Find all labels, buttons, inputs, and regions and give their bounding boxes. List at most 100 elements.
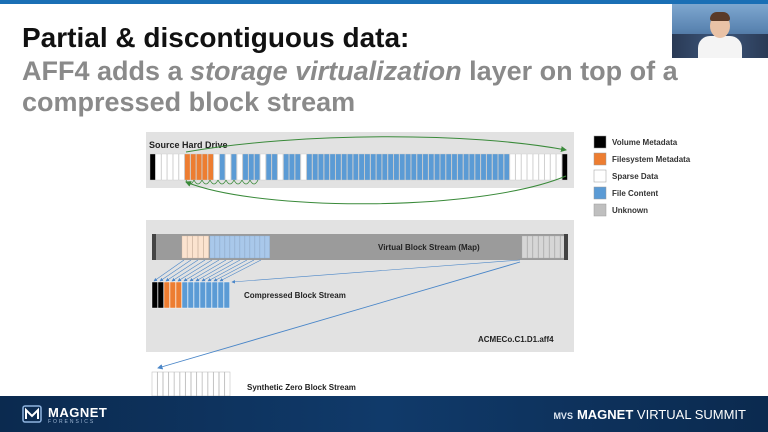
source-block [202, 153, 208, 181]
virtual-fs-block [198, 235, 204, 259]
legend-swatch [593, 135, 607, 149]
source-loop-arrow [225, 179, 235, 185]
source-block [503, 153, 510, 181]
zero-block [179, 371, 186, 397]
virtual-block-edge [152, 234, 156, 260]
virtual-sparse-block [538, 235, 544, 259]
compressed-block [169, 281, 176, 309]
source-block [393, 153, 400, 181]
legend-label: File Content [612, 189, 659, 198]
virtual-content-block [214, 235, 220, 259]
virtual-content-block [264, 235, 270, 259]
source-block [149, 153, 156, 181]
zero-stream-label: Synthetic Zero Block Stream [247, 383, 356, 392]
summit-prefix: MVS [553, 411, 573, 421]
magnet-logo-icon [22, 405, 42, 423]
source-block [498, 153, 504, 181]
source-drive-blocks [149, 153, 568, 181]
source-block [527, 153, 533, 181]
source-block [213, 153, 220, 181]
source-block [167, 153, 173, 181]
zero-block [185, 371, 192, 397]
source-block [509, 153, 516, 181]
presenter-hair [710, 12, 730, 21]
source-block [207, 153, 214, 181]
zero-block [157, 371, 164, 397]
source-block [323, 153, 330, 181]
compressed-block [217, 281, 224, 309]
source-block [492, 153, 498, 181]
virtual-fs-block [203, 235, 209, 259]
compressed-block [205, 281, 212, 309]
source-block [318, 153, 324, 181]
zero-block [224, 371, 231, 397]
legend-swatch [593, 203, 607, 217]
source-block [347, 153, 353, 181]
compressed-block [211, 281, 218, 309]
virtual-content-block [249, 235, 255, 259]
source-block [538, 153, 545, 181]
source-loop-arrow [193, 179, 203, 185]
zero-block [151, 371, 158, 397]
source-loop-arrows [185, 179, 259, 185]
virtual-content-block [254, 235, 260, 259]
source-block [260, 153, 266, 181]
source-loop-arrow [249, 179, 259, 185]
source-block [335, 153, 342, 181]
slide-title: Partial & discontiguous data: [22, 22, 410, 53]
compressed-stream-label: Compressed Block Stream [244, 291, 346, 300]
map-arrow [159, 259, 192, 282]
source-block [178, 153, 185, 181]
compressed-block [181, 281, 188, 309]
source-block [463, 153, 469, 181]
virtual-sparse-block [532, 235, 539, 259]
legend-label: Volume Metadata [612, 138, 678, 147]
virtual-content-block [219, 235, 225, 259]
virtual-content-block [259, 235, 265, 259]
map-arrow [189, 259, 227, 282]
source-block [196, 153, 202, 181]
magnet-logo-text: MAGNET [48, 405, 108, 420]
source-block [550, 153, 556, 181]
source-remap-arrow-top [185, 136, 567, 153]
source-block [387, 153, 394, 181]
virtual-sparse-block [527, 235, 533, 259]
virtual-stream-label: Virtual Block Stream (Map) [378, 243, 480, 252]
compressed-block [193, 281, 200, 309]
source-block [556, 153, 562, 181]
virtual-content-block [224, 235, 230, 259]
source-block [399, 153, 406, 181]
subtitle-emphasis: storage virtualization [190, 56, 462, 86]
source-block [300, 153, 307, 181]
map-arrow [153, 259, 185, 282]
legend-swatch [593, 169, 607, 183]
virtual-fs-block [181, 235, 188, 259]
zero-block [174, 371, 180, 397]
top-accent-bar [0, 0, 768, 4]
magnet-logo-subtext: FORENSICS [48, 419, 96, 425]
map-arrow [201, 259, 241, 282]
legend-label: Sparse Data [612, 172, 659, 181]
virtual-blocks [152, 234, 568, 260]
container-filename: ACMECo.C1.D1.aff4 [478, 335, 554, 344]
source-drive-label: Source Hard Drive [149, 140, 228, 150]
source-loop-arrow [233, 179, 243, 185]
source-block [173, 153, 179, 181]
map-arrow [183, 259, 220, 282]
zero-block [202, 371, 208, 397]
source-loop-arrow [201, 179, 211, 185]
map-arrows [153, 259, 521, 284]
compressed-block [187, 281, 194, 309]
subtitle-text-start: AFF4 adds a [22, 56, 191, 86]
source-block [271, 153, 278, 181]
presenter-body [698, 36, 742, 58]
source-block [544, 153, 551, 181]
compressed-block [223, 281, 230, 309]
map-arrow [231, 259, 521, 284]
source-loop-arrow [209, 179, 219, 185]
source-block [289, 153, 295, 181]
zero-block [190, 371, 197, 397]
virtual-sparse-block [521, 235, 528, 259]
source-block [480, 153, 487, 181]
map-arrow [213, 259, 255, 282]
